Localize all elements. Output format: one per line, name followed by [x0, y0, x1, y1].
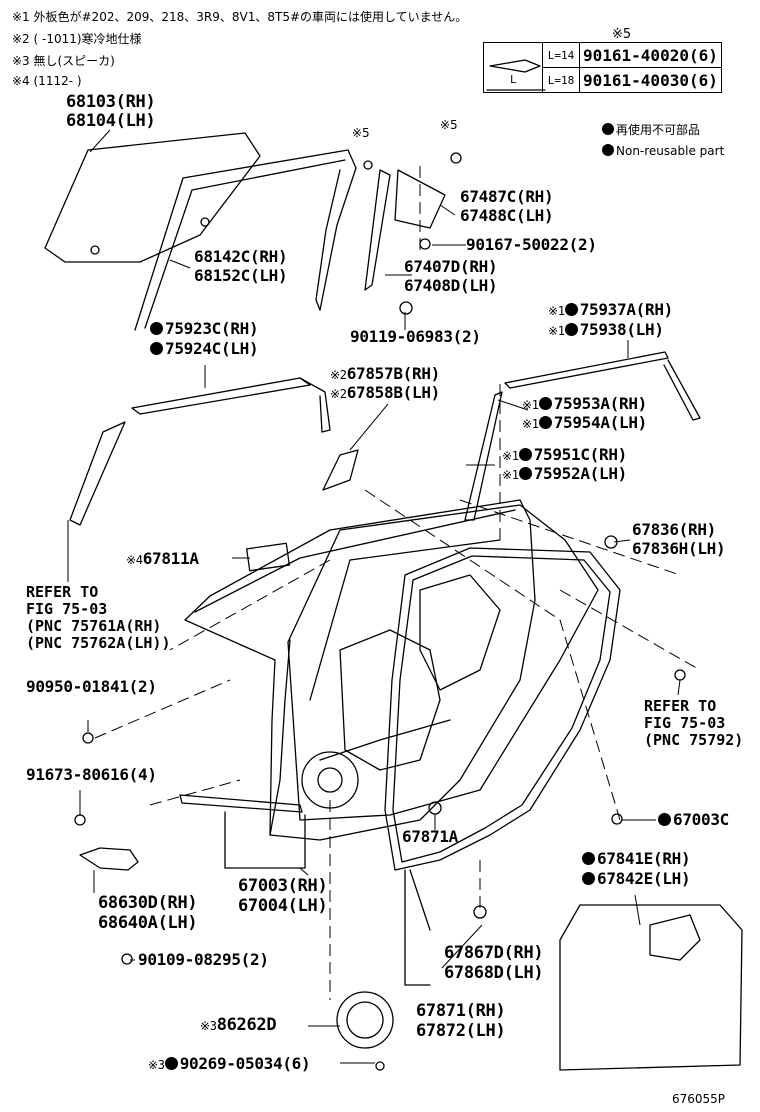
door-inner-panel [287, 504, 599, 821]
note-3: ※3 無し(スピーカ) [12, 54, 115, 68]
part-label-90109[interactable]: 90109-08295(2) [138, 950, 269, 969]
refer-note-line: (PNC 75761A(RH) [26, 617, 162, 635]
spec-length: L=18 [542, 67, 580, 93]
part-label-67407d[interactable]: 67407D(RH) [404, 257, 498, 276]
spec-part-number[interactable]: 90161-40020(6) [579, 42, 722, 68]
non-reusable-dot-icon [518, 448, 532, 461]
dimension-label: L [510, 73, 517, 86]
non-reusable-dot-icon [164, 1057, 178, 1070]
part-label-67003[interactable]: 67003(RH) [238, 876, 328, 896]
part-label-75923c[interactable]: 75923C(RH) [150, 320, 259, 338]
part-label-67871a[interactable]: 67871A [402, 827, 458, 846]
non-reusable-dot-icon [150, 342, 163, 355]
refer-note-line: (PNC 75762A(LH)) [26, 634, 171, 652]
non-reusable-dot-icon [602, 144, 614, 156]
part-label-67841e[interactable]: 67841E(RH) [582, 850, 691, 868]
note-1: ※1 外板色が#202、209、218、3R9、8V1、8T5#の車両には使用し… [12, 10, 468, 24]
door-outer-panel [184, 499, 536, 841]
part-label-67857b[interactable]: ※267857B(RH) [330, 364, 441, 383]
part-label-67811a[interactable]: ※467811A [126, 549, 199, 568]
belt-moulding [131, 377, 311, 415]
part-label-67842e[interactable]: 67842E(LH) [582, 870, 691, 888]
part-label-68640a[interactable]: 68640A(LH) [98, 913, 198, 933]
quarter-glass-shape [394, 169, 446, 229]
part-label-68152c[interactable]: 68152C(LH) [194, 266, 288, 285]
door-glass-shape [44, 132, 261, 263]
part-label-90950[interactable]: 90950-01841(2) [26, 677, 157, 696]
refer-note-line: REFER TO [26, 583, 99, 601]
part-label-67858b[interactable]: ※267858B(LH) [330, 383, 441, 402]
spec-table-header: ※5 [612, 27, 632, 42]
part-label-68142c[interactable]: 68142C(RH) [194, 247, 288, 266]
non-reusable-dot-icon [518, 467, 532, 480]
figure-id: 676055P [672, 1092, 726, 1106]
part-label-90119[interactable]: 90119-06983(2) [350, 327, 481, 346]
spec-length: L=14 [542, 42, 580, 68]
non-reusable-dot-icon [582, 872, 595, 885]
speaker-shape [336, 991, 394, 1049]
service-hole-cover [559, 904, 743, 1071]
part-label-68103[interactable]: 68103(RH) [66, 92, 156, 112]
legend-reuse-jp: 再使用不可部品 [602, 122, 700, 138]
non-reusable-dot-icon [538, 397, 552, 410]
part-label-67867d[interactable]: 67867D(RH) [444, 943, 544, 963]
refer-note-line: (PNC 75792) [644, 731, 744, 749]
glass-run-channel [134, 149, 357, 331]
part-label-67004[interactable]: 67004(LH) [238, 896, 328, 916]
non-reusable-dot-icon [150, 322, 163, 335]
non-reusable-dot-icon [564, 303, 578, 316]
refer-note-line: FIG 75-03 [644, 714, 726, 732]
part-label-67871[interactable]: 67871(RH) [416, 1001, 506, 1021]
non-reusable-dot-icon [538, 416, 552, 429]
part-label-67408d[interactable]: 67408D(LH) [404, 276, 498, 295]
part-label-67868d[interactable]: 67868D(LH) [444, 963, 544, 983]
non-reusable-dot-icon [564, 323, 578, 336]
door-check [79, 847, 139, 871]
part-label-75924c[interactable]: 75924C(LH) [150, 340, 259, 358]
non-reusable-dot-icon [602, 123, 614, 135]
part-label-90167[interactable]: 90167-50022(2) [466, 235, 597, 254]
non-reusable-dot-icon [658, 813, 671, 826]
refer-note-line: REFER TO [644, 697, 717, 715]
marker-5: ※5 [352, 126, 370, 140]
part-label-67003c[interactable]: 67003C [658, 811, 729, 829]
marker-5: ※5 [440, 118, 458, 132]
part-label-68630d[interactable]: 68630D(RH) [98, 893, 198, 913]
part-label-91673[interactable]: 91673-80616(4) [26, 765, 157, 784]
door-sticker [246, 542, 290, 572]
weatherstrip [384, 547, 621, 871]
part-label-67487c[interactable]: 67487C(RH) [460, 187, 554, 206]
spec-part-number[interactable]: 90161-40030(6) [579, 67, 722, 93]
part-label-67836h[interactable]: 67836H(LH) [632, 539, 726, 558]
note-4: ※4 (1112- ) [12, 74, 82, 88]
screw-spec-table: L L=14 90161-40020(6) L=18 90161-40030(6… [483, 42, 722, 93]
non-reusable-dot-icon [582, 852, 595, 865]
part-label-67488c[interactable]: 67488C(LH) [460, 206, 554, 225]
part-label-86262d[interactable]: ※386262D [200, 1015, 277, 1035]
part-label-68104[interactable]: 68104(LH) [66, 111, 156, 131]
refer-note-line: FIG 75-03 [26, 600, 108, 618]
legend-reuse-en: Non-reusable part [602, 143, 724, 159]
part-label-67836[interactable]: 67836(RH) [632, 520, 716, 539]
note-2: ※2 ( -1011)寒冷地仕様 [12, 32, 142, 46]
part-label-67872[interactable]: 67872(LH) [416, 1021, 506, 1041]
